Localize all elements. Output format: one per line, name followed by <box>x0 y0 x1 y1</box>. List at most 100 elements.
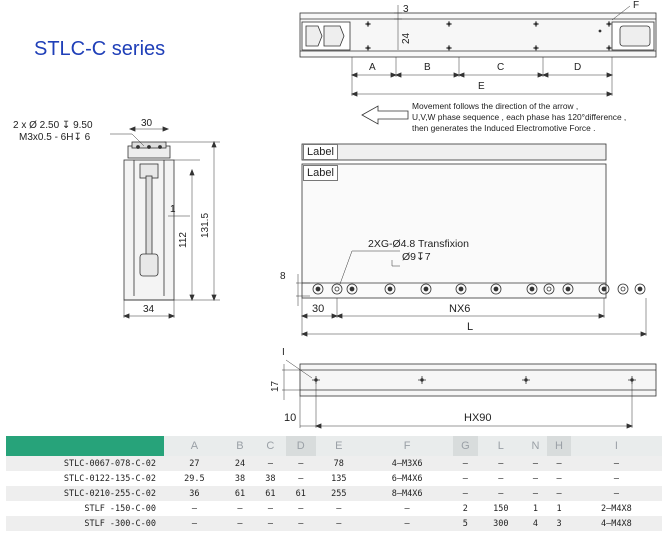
table-cell: 4 <box>523 516 548 531</box>
top-dim-a: A <box>369 62 376 73</box>
table-cell: 255 <box>315 486 362 501</box>
top-dim-24: 24 <box>401 32 412 44</box>
table-cell: 150 <box>478 501 524 516</box>
table-cell: — <box>547 456 571 471</box>
table-cell: 38 <box>224 471 256 486</box>
top-view <box>299 5 657 97</box>
table-cell: — <box>315 516 362 531</box>
bottom-dim-10: 10 <box>284 412 297 424</box>
table-cell: — <box>478 486 524 501</box>
table-cell: 61 <box>255 486 286 501</box>
table-cell: — <box>224 516 256 531</box>
column-header-c: C <box>255 436 286 456</box>
table-cell: — <box>285 516 316 531</box>
model-cell: STLC-0210-255-C-02 <box>6 486 164 501</box>
table-header-corner <box>6 436 164 456</box>
table-cell: 5 <box>452 516 479 531</box>
technical-drawing <box>110 5 657 429</box>
table-cell: 6—M4X6 <box>361 471 453 486</box>
table-cell: — <box>570 486 662 501</box>
table-cell: 61 <box>224 486 256 501</box>
table-cell: — <box>361 501 453 516</box>
table-cell: — <box>570 456 662 471</box>
side-view <box>110 126 220 319</box>
column-header-b: B <box>224 436 256 456</box>
table-cell: — <box>285 501 316 516</box>
column-header-i: I <box>570 436 662 456</box>
top-dim-b: B <box>424 62 431 73</box>
table-cell: — <box>523 471 548 486</box>
table-cell: — <box>523 456 548 471</box>
table-cell: 38 <box>255 471 286 486</box>
table-cell: — <box>224 501 256 516</box>
model-cell: STLF -150-C-00 <box>6 501 164 516</box>
table-cell: 4—M4X8 <box>570 516 662 531</box>
column-header-n: N <box>523 436 548 456</box>
hole-spec-2: M3x0.5 - 6H↧ 6 <box>19 132 91 143</box>
bottom-view-holes <box>312 376 636 384</box>
model-cell: STLC-0067-078-C-02 <box>6 456 164 471</box>
transfixion-spec: 2XG-Ø4.8 Transfixion <box>368 238 469 250</box>
side-dim-1: 1 <box>170 204 176 215</box>
column-header-l: L <box>478 436 524 456</box>
table-cell: 4—M3X6 <box>361 456 453 471</box>
table-cell: 1 <box>547 501 571 516</box>
front-dim-8: 8 <box>280 271 286 282</box>
table-cell: — <box>547 471 571 486</box>
table-cell: 24 <box>224 456 256 471</box>
hole-spec-1: 2 x Ø 2.50 ↧ 9.50 <box>13 120 93 131</box>
side-dim-34: 34 <box>143 304 155 315</box>
counterbore-spec: Ø9↧7 <box>402 251 431 263</box>
side-dim-30: 30 <box>141 118 153 129</box>
table-cell: 2 <box>452 501 479 516</box>
table-cell: — <box>255 456 286 471</box>
front-dim-nx6: NX6 <box>449 303 471 315</box>
model-cell: STLF -300-C-00 <box>6 516 164 531</box>
table-cell: 27 <box>164 456 225 471</box>
top-view-holes <box>365 21 612 51</box>
table-cell: 135 <box>315 471 362 486</box>
table-cell: — <box>452 471 479 486</box>
table-cell: — <box>255 501 286 516</box>
note-line-1: Movement follows the direction of the ar… <box>412 101 579 111</box>
side-dim-112: 112 <box>178 232 189 248</box>
series-title: STLC-C series <box>34 38 166 60</box>
bottom-dim-17: 17 <box>270 380 281 392</box>
table-cell: — <box>285 456 316 471</box>
table-cell: 61 <box>285 486 316 501</box>
bottom-dim-hx90: HX90 <box>464 412 492 424</box>
top-dim-c: C <box>497 62 505 73</box>
top-dim-e: E <box>478 81 485 92</box>
movement-note: Movement follows the direction of the ar… <box>412 101 667 134</box>
side-dim-131-5: 131.5 <box>200 212 211 238</box>
table-cell: — <box>478 456 524 471</box>
top-dim-3: 3 <box>403 4 409 15</box>
label-lower: Label <box>303 165 338 181</box>
table-cell: — <box>547 486 571 501</box>
table-cell: 78 <box>315 456 362 471</box>
label-upper: Label <box>303 144 338 160</box>
column-header-d: D <box>285 436 316 456</box>
table-cell: — <box>570 471 662 486</box>
front-view-holes <box>312 283 646 295</box>
top-dim-d: D <box>574 62 582 73</box>
table-cell: — <box>478 471 524 486</box>
table-cell: — <box>285 471 316 486</box>
table-cell: — <box>164 516 225 531</box>
front-view <box>296 143 648 337</box>
table-cell: — <box>255 516 286 531</box>
front-dim-l: L <box>467 321 474 333</box>
column-header-h: H <box>547 436 571 456</box>
table-cell: — <box>315 501 362 516</box>
column-header-a: A <box>164 436 225 456</box>
table-cell: 36 <box>164 486 225 501</box>
table-cell: 2—M4X8 <box>570 501 662 516</box>
table-cell: — <box>452 456 479 471</box>
